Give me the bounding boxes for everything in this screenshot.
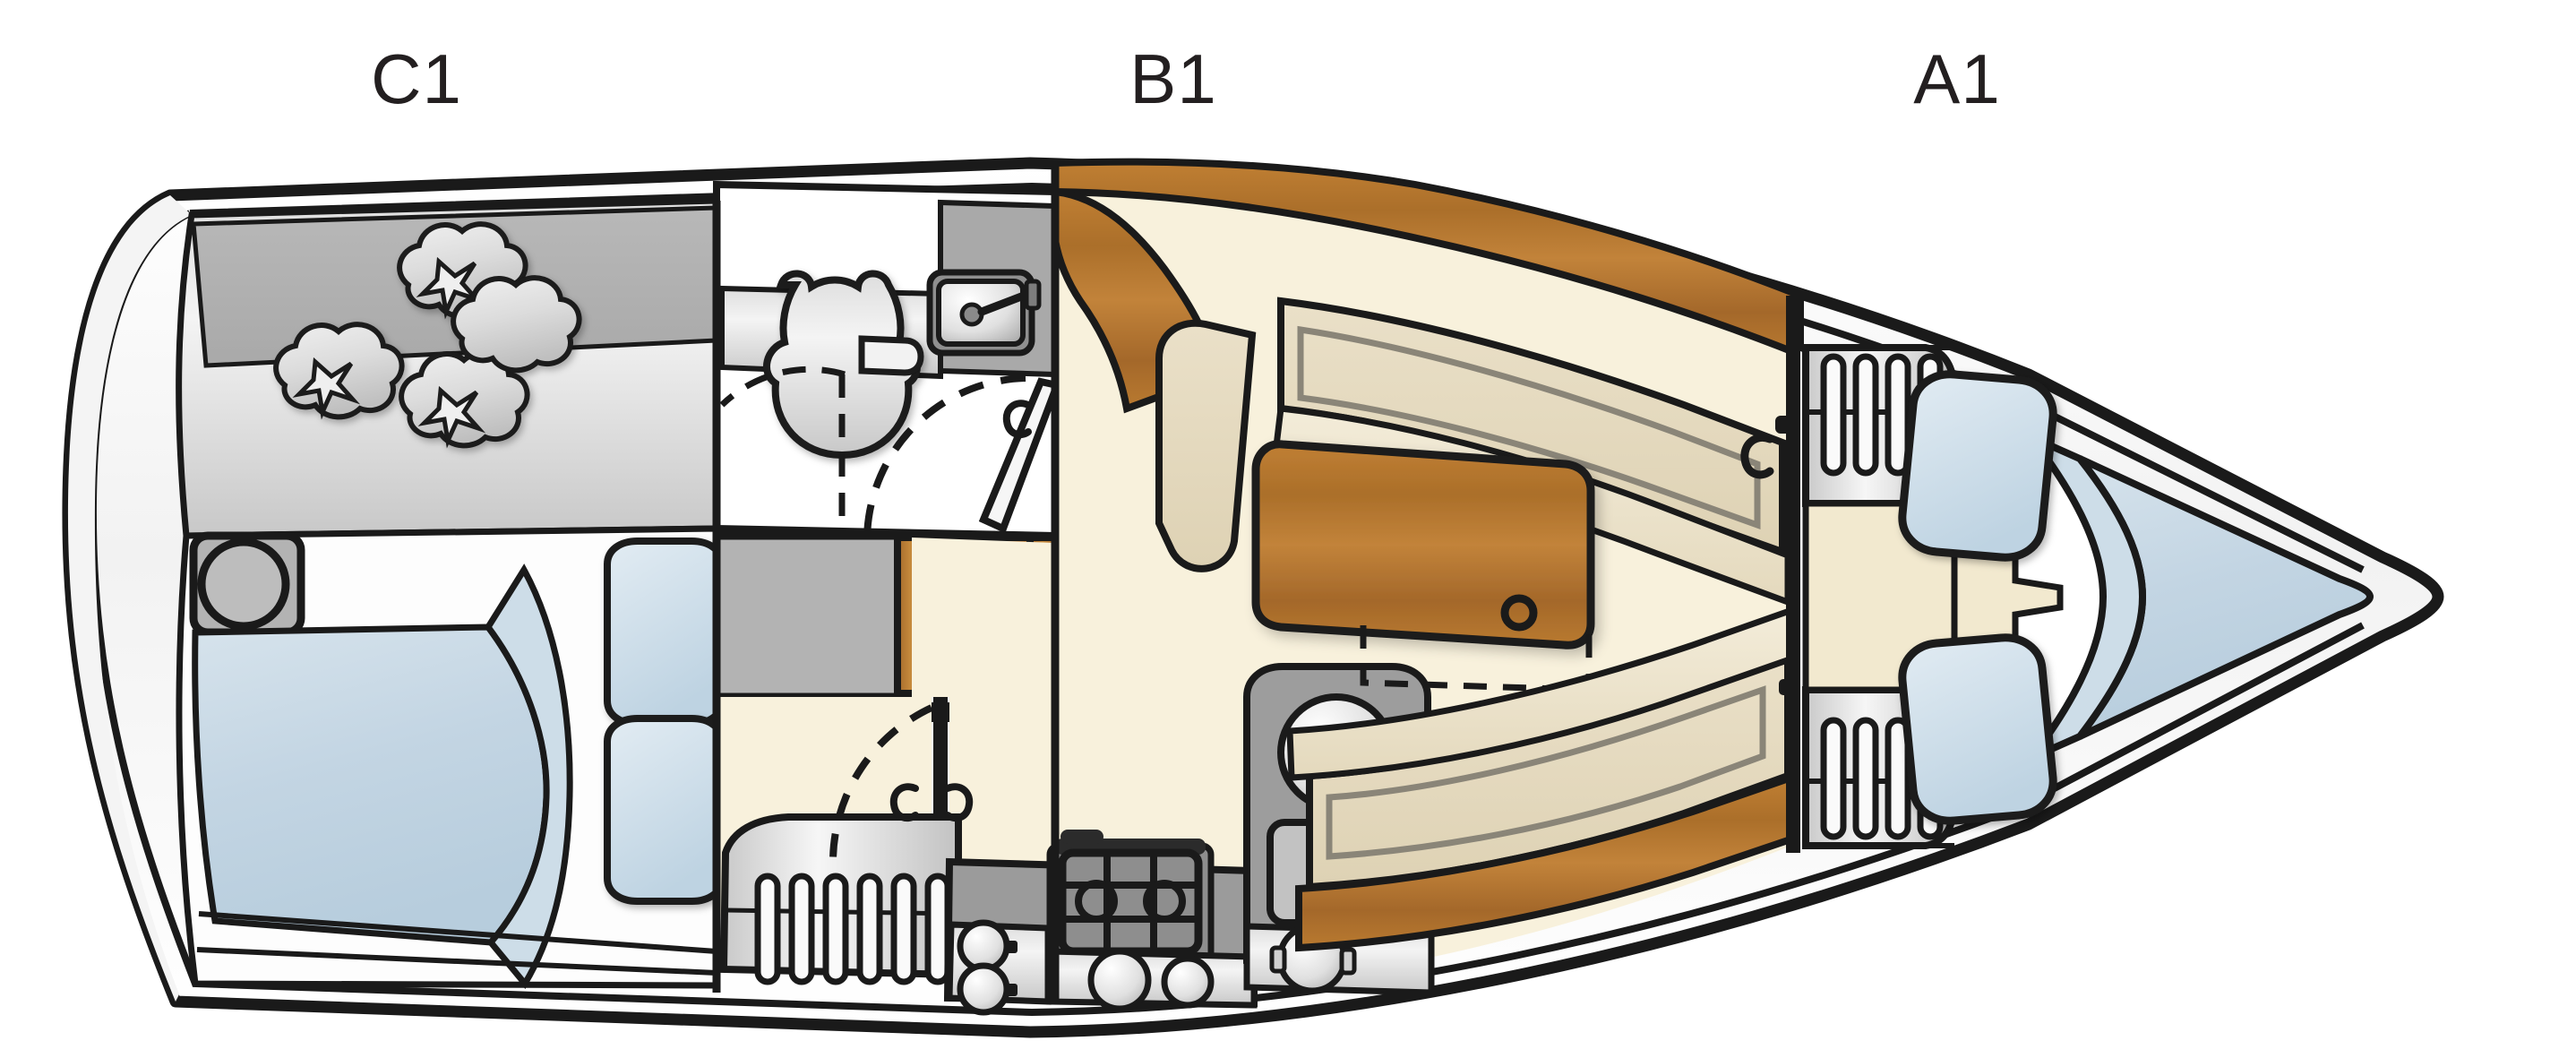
cabin-labels: C1 B1 A1 bbox=[371, 39, 2000, 118]
engine-box[interactable] bbox=[712, 531, 916, 701]
door-handle-icon bbox=[1740, 434, 1774, 479]
floorboard-line bbox=[196, 947, 717, 976]
table-latch bbox=[1500, 594, 1538, 632]
stowage-circle bbox=[957, 919, 1010, 973]
hob-handle bbox=[1060, 830, 1103, 844]
stowage-circle bbox=[1087, 948, 1152, 1012]
berth-pillow[interactable] bbox=[1898, 370, 2057, 562]
stowage-clip bbox=[1269, 945, 1287, 974]
bulkhead-wall bbox=[1786, 296, 1800, 853]
cushion-tie bbox=[292, 357, 361, 420]
stern-cushion-group bbox=[273, 221, 582, 449]
door-swing-arc bbox=[829, 704, 933, 861]
toilet[interactable] bbox=[763, 270, 924, 460]
stowage-clip bbox=[1339, 947, 1357, 976]
door-handle-icon bbox=[944, 783, 974, 822]
cushion-tie bbox=[417, 385, 486, 449]
door-handle-icon bbox=[889, 783, 919, 822]
hob-grate-bars bbox=[1062, 853, 1198, 951]
cushion-tie bbox=[416, 256, 485, 320]
teak-wall-trim bbox=[1052, 158, 1804, 360]
aft-berth-mattress[interactable] bbox=[192, 624, 550, 946]
hatch-circle[interactable] bbox=[197, 538, 290, 631]
stowage-tab bbox=[1005, 984, 1018, 996]
faucet-spout bbox=[977, 289, 1033, 316]
door-swing-arc bbox=[719, 366, 846, 408]
berth-pillow[interactable] bbox=[604, 715, 726, 905]
zone-saloon[interactable] bbox=[1052, 158, 1804, 952]
floorboard-line bbox=[198, 911, 717, 954]
transom-panel bbox=[67, 195, 192, 1002]
burner bbox=[1075, 880, 1118, 923]
burner bbox=[1143, 880, 1186, 923]
washbasin[interactable] bbox=[926, 269, 1042, 357]
galley-drawer-front[interactable] bbox=[1046, 948, 1258, 1009]
bulkhead-lines bbox=[712, 163, 1060, 1003]
stowage-circle bbox=[1161, 955, 1215, 1009]
berth-pillow[interactable] bbox=[1898, 633, 2057, 825]
stowage-circle bbox=[957, 962, 1010, 1016]
door-hinge bbox=[1779, 679, 1806, 695]
cushion-seam bbox=[1297, 325, 1761, 529]
label-aft-cabin: C1 bbox=[371, 39, 462, 118]
saloon-table[interactable] bbox=[1251, 440, 1595, 649]
zone-forward-cabin[interactable] bbox=[1800, 344, 2374, 849]
cushion-pillow bbox=[451, 275, 582, 374]
door-swing-arc bbox=[863, 374, 1026, 542]
label-saloon: B1 bbox=[1129, 39, 1216, 118]
cushion-seam bbox=[1326, 685, 1766, 860]
toilet-cistern bbox=[858, 335, 924, 376]
berth-pillow[interactable] bbox=[604, 538, 726, 727]
label-forward-cabin: A1 bbox=[1913, 39, 2000, 118]
gas-hob[interactable] bbox=[1046, 830, 1215, 975]
door-handle-icon bbox=[1002, 400, 1032, 439]
aft-berth-backrest[interactable] bbox=[484, 563, 573, 990]
stowage-tab bbox=[1005, 941, 1018, 953]
table-leaf-dashed bbox=[1360, 625, 1593, 693]
zone-head[interactable] bbox=[713, 180, 1088, 546]
settee-arm-cushion[interactable] bbox=[1155, 319, 1257, 572]
faucet-body bbox=[1024, 279, 1042, 311]
zone-aft-cabin[interactable] bbox=[67, 195, 726, 1002]
